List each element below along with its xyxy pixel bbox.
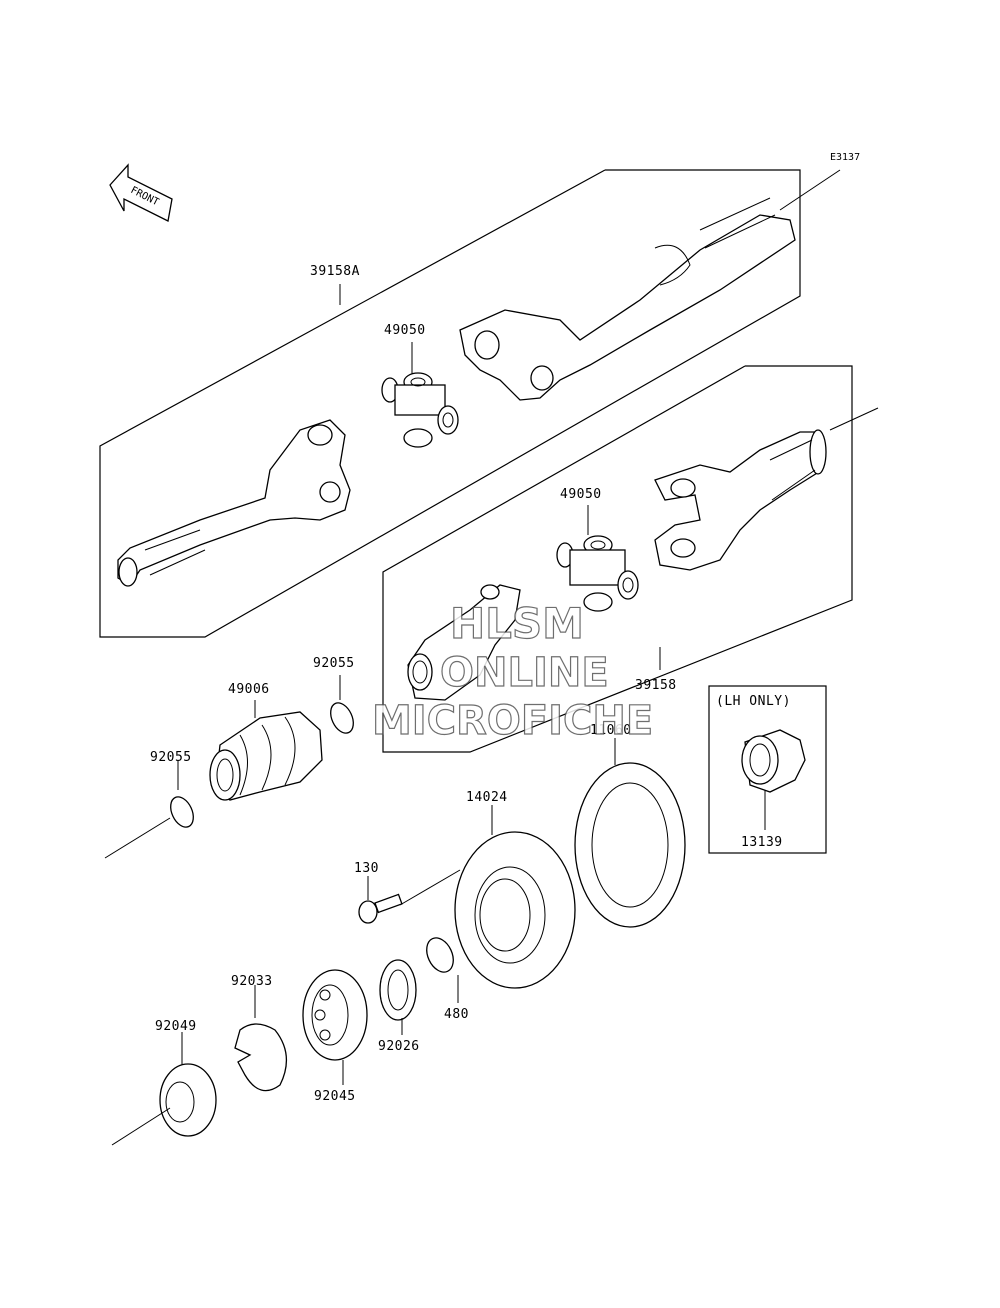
label-39158a: 39158A <box>310 264 360 279</box>
circlip-92055-right <box>330 702 354 734</box>
bearing-housing-14024 <box>454 831 576 989</box>
label-11060: 11060 <box>590 723 632 738</box>
label-49050-lower: 49050 <box>560 487 602 502</box>
circlip-92055-left <box>170 796 194 828</box>
watermark-line-2: ONLINE <box>440 650 609 696</box>
label-49006: 49006 <box>228 682 270 697</box>
lh-only-label: (LH ONLY) <box>716 694 791 709</box>
label-49050-upper: 49050 <box>384 323 426 338</box>
label-39158: 39158 <box>635 678 677 693</box>
diagram-code: E3137 <box>830 152 860 163</box>
watermark-line-1: HLSM <box>450 599 584 648</box>
label-92033: 92033 <box>231 974 273 989</box>
lh-only-box <box>708 685 827 854</box>
bearing-92045 <box>302 969 368 1061</box>
watermark: HLSM ONLINE MICROFICHE <box>371 598 653 744</box>
universal-joint-cross-upper <box>381 372 459 448</box>
oil-seal-92049 <box>159 1063 217 1137</box>
drive-shaft-39158a-inner <box>117 419 351 587</box>
label-92045: 92045 <box>314 1089 356 1104</box>
label-480: 480 <box>444 1007 469 1022</box>
washer-92026 <box>379 959 417 1021</box>
drive-shaft-39158-outer <box>654 407 879 571</box>
cv-boot-49006 <box>209 711 323 801</box>
label-130: 130 <box>354 861 379 876</box>
label-92026: 92026 <box>378 1039 420 1054</box>
bolt-130 <box>358 893 403 924</box>
snap-ring-480 <box>426 937 454 973</box>
label-13139: 13139 <box>741 835 783 850</box>
label-14024: 14024 <box>466 790 508 805</box>
label-92055-right: 92055 <box>313 656 355 671</box>
universal-joint-cross-lower <box>556 535 639 612</box>
gasket-11060 <box>574 762 686 928</box>
assembly-box-39158 <box>382 365 853 753</box>
label-92049: 92049 <box>155 1019 197 1034</box>
circlip-92033 <box>234 1023 287 1092</box>
drive-shaft-39158-inner <box>407 584 521 701</box>
drive-shaft-39158a-outer <box>459 169 841 401</box>
assembly-box-39158a <box>99 169 801 638</box>
coupling-13139 <box>741 729 806 793</box>
label-92055-left: 92055 <box>150 750 192 765</box>
front-arrow-icon: FRONT <box>109 163 173 222</box>
watermark-line-3: MICROFICHE <box>372 698 653 744</box>
